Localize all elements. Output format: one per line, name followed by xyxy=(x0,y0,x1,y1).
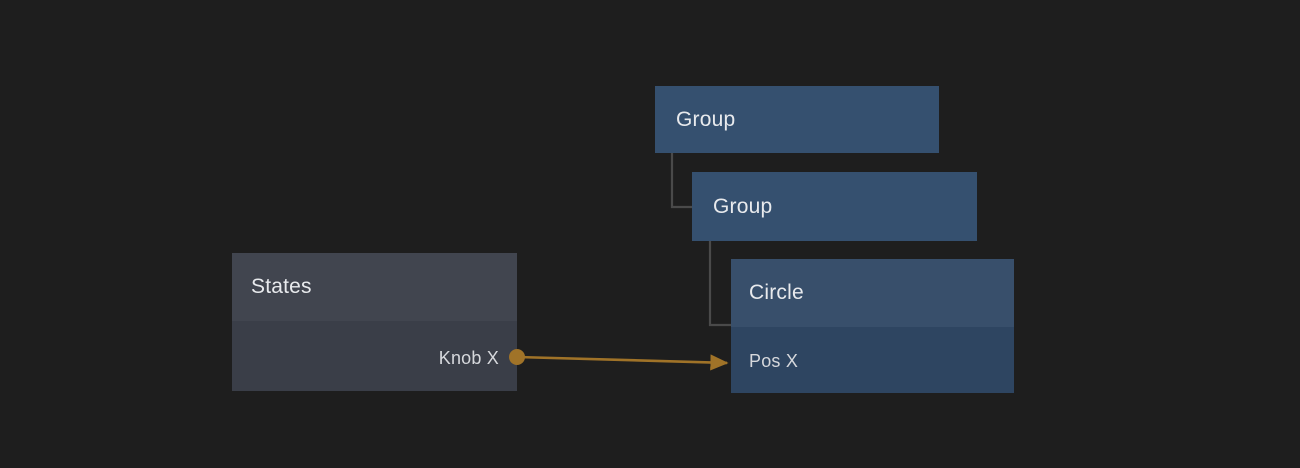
port-label: Pos X xyxy=(749,351,799,371)
node-header: Circle xyxy=(731,259,1014,327)
node-header: States xyxy=(232,253,517,321)
port-row-pos-x[interactable]: Pos X xyxy=(749,351,798,372)
tree-link-group2-to-circle xyxy=(708,241,731,327)
node-header: Group xyxy=(655,86,939,153)
port-row-knob-x[interactable]: Knob X xyxy=(439,348,499,369)
node-title: Circle xyxy=(749,281,804,304)
node-circle[interactable]: Circle Pos X xyxy=(731,259,1014,393)
port-label: Knob X xyxy=(438,348,499,368)
node-body: Knob X xyxy=(232,321,517,391)
node-states[interactable]: States Knob X xyxy=(232,253,517,391)
node-group-1[interactable]: Group xyxy=(655,86,939,153)
node-body: Pos X xyxy=(731,327,1014,393)
node-group-2[interactable]: Group xyxy=(692,172,977,241)
node-title: Group xyxy=(713,194,773,218)
node-header: Group xyxy=(692,172,977,241)
node-title: States xyxy=(251,275,312,298)
node-title: Group xyxy=(676,107,736,131)
tree-link-group1-to-group2 xyxy=(670,153,692,209)
connection-knobx-to-posx[interactable] xyxy=(516,354,729,371)
